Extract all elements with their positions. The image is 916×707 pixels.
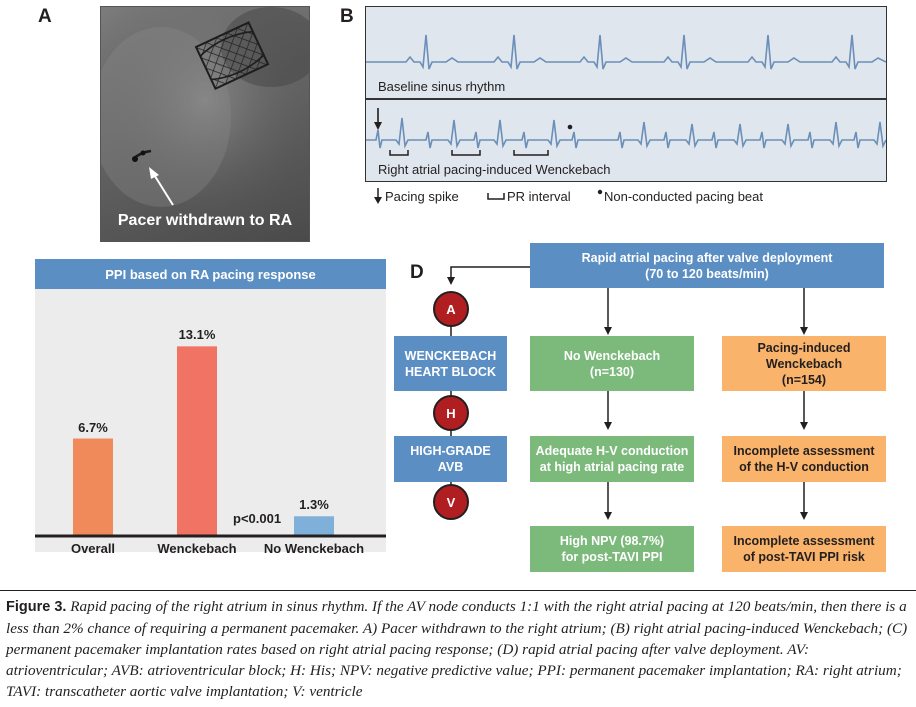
atrium-node-circle: A: [433, 291, 469, 327]
category-label: Wenckebach: [157, 541, 237, 556]
bar-value-label: 6.7%: [78, 419, 108, 435]
npv-line1: High NPV (98.7%): [559, 534, 665, 548]
fluoroscopy-image: Pacer withdrawn to RA: [100, 6, 310, 242]
incomplete-hv-line2: of the H-V conduction: [739, 460, 869, 474]
panel-letter-a: A: [38, 6, 52, 27]
pr-interval-legend-icon: [487, 193, 505, 200]
category-label: No Wenckebach: [263, 541, 365, 556]
pacer-label: Pacer withdrawn to RA: [117, 212, 293, 229]
rapid-pacing-line1: Rapid atrial pacing after valve deployme…: [581, 250, 833, 265]
no-wenckebach-line1: No Wenckebach: [563, 348, 661, 363]
ecg-trace-baseline: [366, 34, 886, 70]
baseline-label: Baseline sinus rhythm: [378, 79, 506, 94]
ecg-strip-wenckebach: Right atrial pacing-induced Wenckebach: [365, 99, 887, 182]
bar-overall: [73, 438, 113, 535]
avb-line2: AVB: [437, 460, 464, 474]
pacing-induced-line2: Wenckebach: [765, 356, 843, 371]
wenckebach-block-line1: WENCKEBACH: [404, 348, 497, 363]
ecg-strip-baseline: Baseline sinus rhythm: [365, 6, 887, 99]
valve-stent: [194, 21, 270, 91]
panel-letter-b: B: [340, 6, 354, 27]
no-wenckebach-line2: (n=130): [589, 364, 635, 379]
caption-rule: [0, 590, 916, 591]
fluoroscopy-drawing: [101, 7, 309, 241]
legend-pr-interval: PR interval: [507, 189, 571, 204]
chart-title: PPI based on RA pacing response: [35, 259, 386, 289]
legend-pacing-spike: Pacing spike: [385, 189, 459, 204]
figure-caption: Figure 3. Rapid pacing of the right atri…: [6, 596, 910, 702]
incomplete-ppi-risk-box: Incomplete assessment of post-TAVI PPI ri…: [722, 526, 886, 572]
figure-label: Figure 3.: [6, 599, 67, 615]
adequate-hv-conduction-box: Adequate H-V conduction at high atrial pa…: [530, 436, 694, 482]
rapid-pacing-line2: (70 to 120 beats/min): [645, 266, 769, 281]
p-value-annotation: p<0.001: [233, 511, 282, 526]
panel-letter-d: D: [410, 262, 424, 283]
legend-nonconducted-beat: Non-conducted pacing beat: [604, 189, 764, 204]
high-grade-avb-box: HIGH-GRADE AVB: [394, 436, 507, 482]
pacing-spike-legend-icon: [374, 188, 382, 204]
pacing-induced-line3: (n=154): [781, 372, 827, 387]
adequate-line2: at high atrial pacing rate: [539, 460, 685, 474]
incomplete-hv-line1: Incomplete assessment: [733, 444, 875, 458]
bar-value-label: 13.1%: [178, 327, 216, 343]
pacing-induced-line1: Pacing-induced: [757, 340, 851, 355]
bar-chart: 6.7% Overall 13.1% Wenckebach 1.3% No Wenckeb…: [35, 289, 386, 556]
wenckebach-block-line2: HEART BLOCK: [405, 364, 496, 379]
incomplete-hv-assessment-box: Incomplete assessment of the H-V conducti…: [722, 436, 886, 482]
caption-text: Rapid pacing of the right atrium in sinu…: [6, 598, 908, 700]
avb-line1: HIGH-GRADE: [410, 444, 491, 458]
bar-wenckebach: [177, 346, 217, 535]
adequate-line1: Adequate H-V conduction: [535, 444, 689, 458]
bar-chart-svg: [35, 346, 386, 538]
category-label: Overall: [70, 541, 116, 556]
bar-no-wenckebach: [294, 516, 334, 535]
bar-value-label: 1.3%: [299, 497, 329, 513]
high-npv-box: High NPV (98.7%) for post-TAVI PPI: [530, 526, 694, 572]
nonconducted-beat-legend-icon: [597, 189, 603, 195]
ecg-trace-wenckebach: [366, 108, 886, 156]
wenckebach-strip-label: Right atrial pacing-induced Wenckebach: [378, 162, 611, 177]
npv-line2: for post-TAVI PPI: [561, 550, 663, 564]
incomplete-ppi-line2: of post-TAVI PPI risk: [743, 550, 865, 564]
rapid-pacing-box: Rapid atrial pacing after valve deployme…: [530, 243, 884, 288]
no-wenckebach-box: No Wenckebach(n=130): [530, 336, 694, 391]
incomplete-ppi-line1: Incomplete assessment: [733, 534, 875, 548]
ventricle-node-circle: V: [433, 484, 469, 520]
his-node-circle: H: [433, 395, 469, 431]
